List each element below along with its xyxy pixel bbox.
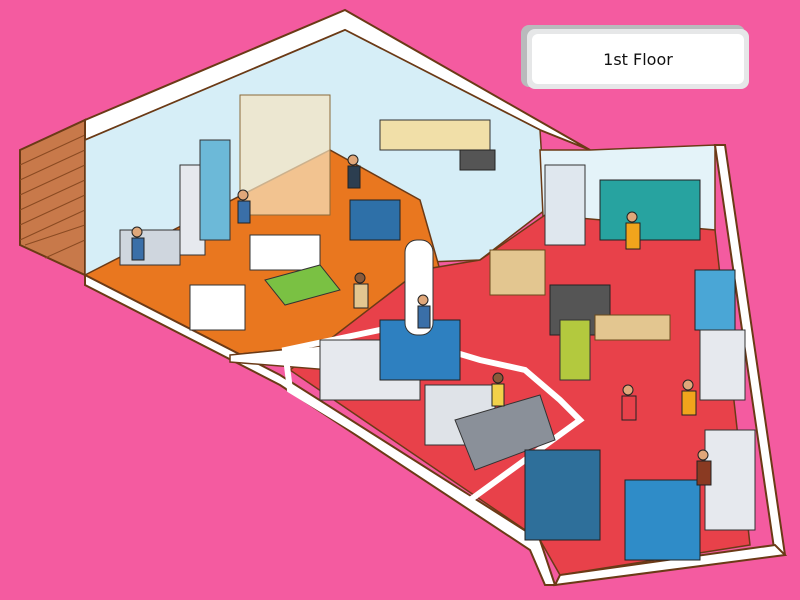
floor-label: 1st Floor [532,34,744,84]
machines [119,94,756,561]
workers [131,154,712,486]
brick-wall [19,118,86,277]
floor-selector-button[interactable]: 1st Floor [521,25,751,91]
